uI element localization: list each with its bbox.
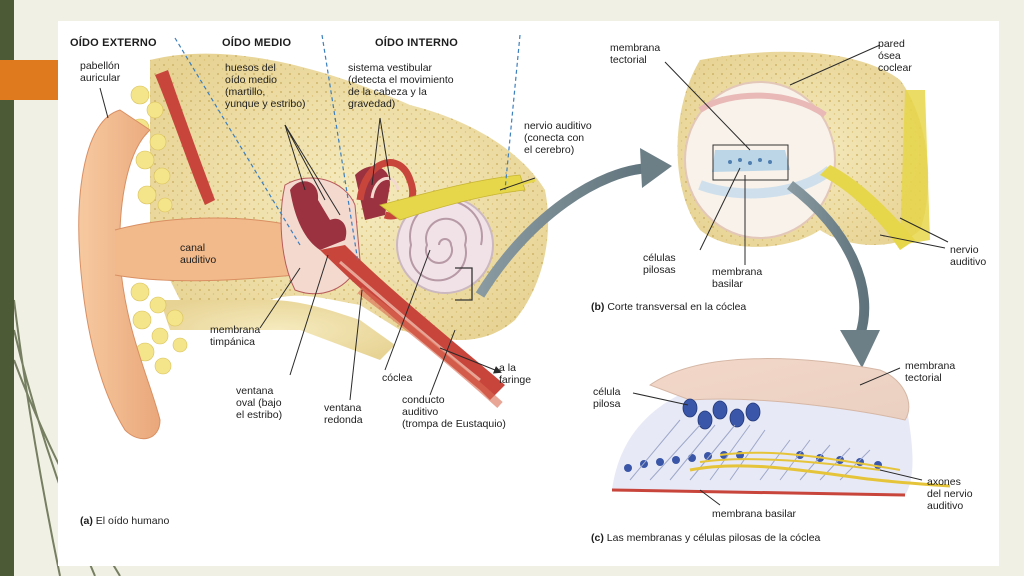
label-round-window: ventana redonda — [324, 402, 363, 426]
arrow-b-to-c — [786, 181, 870, 337]
arrow-a-to-b — [475, 163, 651, 298]
caption-a-text: El oído humano — [95, 515, 170, 527]
label-vestibular: sistema vestibular (detecta el movimient… — [348, 62, 454, 110]
header-middle-ear: OÍDO MEDIO — [222, 37, 292, 49]
label-cochlea: cóclea — [382, 372, 413, 384]
label-c-basilar: membrana basilar — [712, 508, 797, 520]
label-pinna: pabellón auricular — [80, 60, 121, 84]
cochlea-cross-section — [677, 51, 930, 250]
zoom-box — [712, 144, 789, 181]
basilar-membrane-shape — [611, 488, 906, 497]
label-b-basilar: membrana basilar — [712, 266, 763, 290]
ossicles-shape — [290, 181, 347, 250]
label-ear-canal: canal auditivo — [180, 242, 217, 266]
orange-accent-tab — [0, 60, 58, 100]
label-eustachian: conducto auditivo (trompa de Eustaquio) — [402, 394, 506, 430]
ear-canal-shape — [115, 218, 295, 281]
label-c-hair-cell: célula pilosa — [593, 386, 621, 410]
label-b-tectorial: membrana tectorial — [610, 42, 661, 66]
label-eardrum: membrana timpánica — [210, 324, 261, 348]
tectorial-membrane-shape — [648, 358, 910, 421]
caption-c-text: Las membranas y células pilosas de la có… — [606, 532, 821, 544]
caption-b: (b) Corte transversal en la cóclea — [591, 301, 746, 313]
caption-a-letter: (a) — [80, 515, 93, 527]
organ-of-corti — [611, 358, 951, 497]
label-auditory-nerve: nervio auditivo (conecta con el cerebro) — [524, 120, 592, 156]
label-pharynx: a la faringe — [499, 362, 532, 386]
caption-c: (c) Las membranas y células pilosas de l… — [591, 532, 820, 544]
caption-b-letter: (b) — [591, 301, 605, 313]
header-outer-ear: OÍDO EXTERNO — [70, 37, 157, 49]
label-b-nerve: nervio auditivo — [950, 244, 987, 268]
left-accent-bar — [0, 0, 14, 576]
label-oval-window: ventana oval (bajo el estribo) — [236, 385, 283, 421]
caption-b-text: Corte transversal en la cóclea — [607, 301, 747, 313]
ear-illustration — [78, 34, 549, 440]
label-b-hair-cells: células pilosas — [643, 252, 676, 276]
label-ossicles: huesos del oído medio (martillo, yunque … — [225, 62, 306, 110]
header-inner-ear: OÍDO INTERNO — [375, 37, 459, 49]
label-b-bony-wall: pared ósea coclear — [878, 38, 912, 74]
caption-c-letter: (c) — [591, 532, 604, 544]
caption-a: (a) El oído humano — [80, 515, 169, 527]
muscle-upper — [155, 70, 215, 205]
label-c-axons: axones del nervio auditivo — [927, 476, 973, 512]
label-c-tectorial: membrana tectorial — [905, 360, 956, 384]
auditory-nerve-shape — [379, 174, 526, 221]
